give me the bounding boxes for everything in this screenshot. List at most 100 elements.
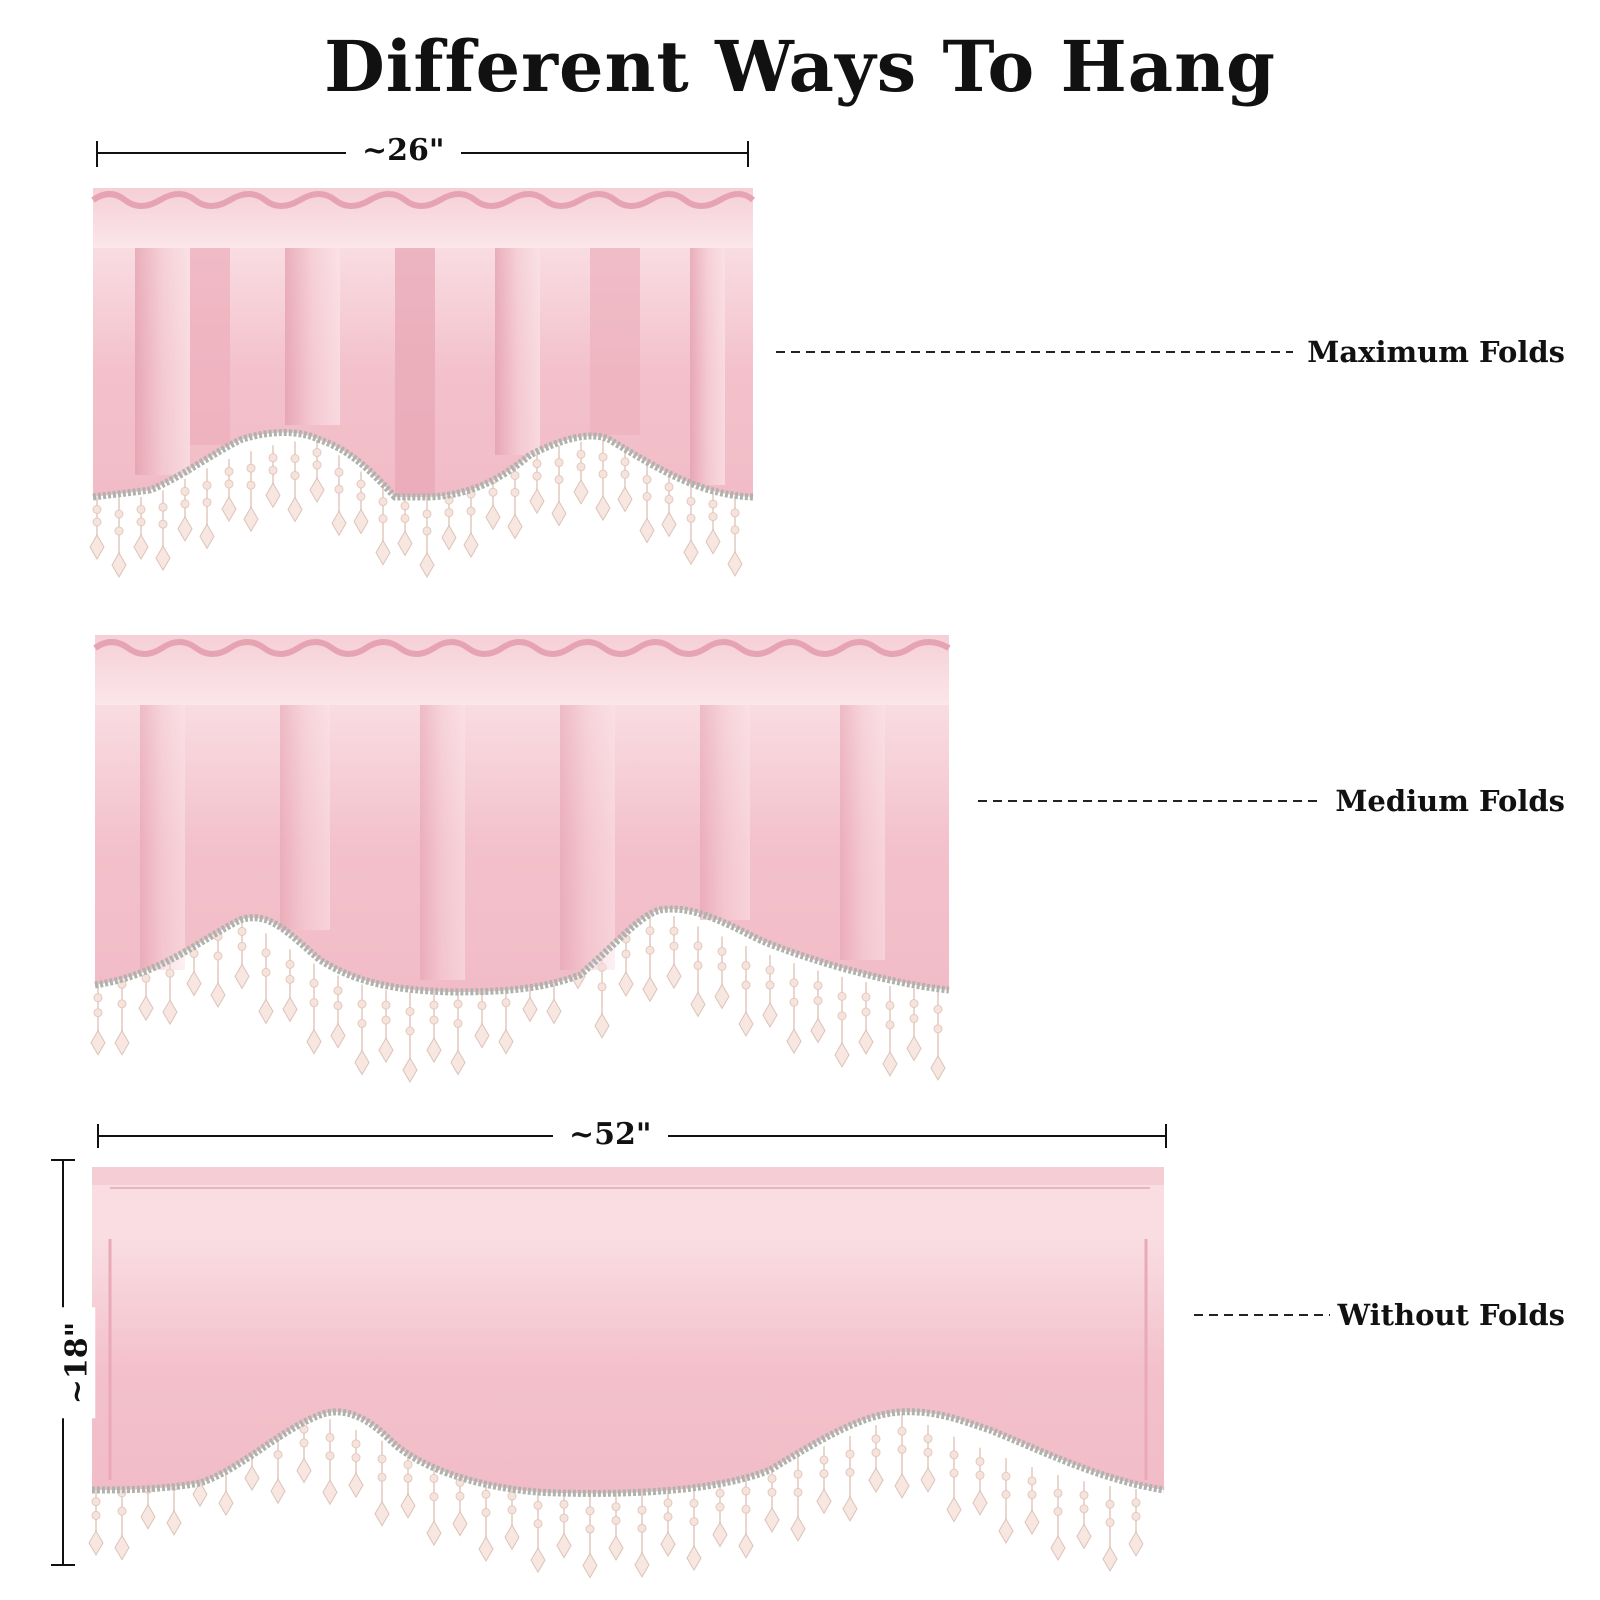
bead xyxy=(429,1473,439,1483)
bead xyxy=(813,981,823,991)
bead xyxy=(669,926,679,936)
crystal-drop xyxy=(353,508,369,535)
crystal-drop xyxy=(573,478,589,505)
crystal-drop xyxy=(192,1481,208,1508)
bead xyxy=(180,499,190,509)
bead xyxy=(378,514,388,524)
crystal-drop xyxy=(972,1489,988,1516)
bead xyxy=(224,479,234,489)
bead xyxy=(453,999,463,1009)
crystal-drop xyxy=(397,530,413,557)
crystal-drop xyxy=(114,1029,130,1056)
bead xyxy=(1027,1490,1037,1500)
bead xyxy=(400,513,410,523)
bead xyxy=(897,1426,907,1436)
bead xyxy=(767,1487,777,1497)
crystal-drop xyxy=(1024,1509,1040,1536)
bead xyxy=(642,492,652,502)
crystal-drop xyxy=(400,1492,416,1519)
bead xyxy=(91,1497,101,1507)
crystal-drop xyxy=(90,1029,106,1056)
crystal-drop xyxy=(133,534,149,560)
bead xyxy=(312,448,322,458)
bead xyxy=(637,1505,647,1515)
crystal-drop xyxy=(661,511,677,538)
bead xyxy=(861,992,871,1002)
crystal-drop xyxy=(287,496,303,523)
crystal-drop xyxy=(551,500,567,527)
top-width-label: ~26" xyxy=(346,133,461,169)
bead xyxy=(429,1000,439,1010)
crystal-drop xyxy=(114,1534,130,1561)
crystal-drop xyxy=(810,1017,826,1044)
bead xyxy=(819,1455,829,1465)
bead xyxy=(309,998,319,1008)
bead xyxy=(510,487,520,497)
crystal-drop xyxy=(474,1022,490,1049)
bottom-width-label: ~52" xyxy=(553,1117,668,1153)
bead xyxy=(92,505,102,514)
bead xyxy=(637,1523,647,1533)
crystal-drop xyxy=(738,1532,754,1559)
bead xyxy=(532,459,542,469)
bead xyxy=(837,991,847,1001)
bead xyxy=(237,941,247,951)
bead xyxy=(405,1007,415,1016)
bead xyxy=(715,1502,725,1512)
crystal-drop xyxy=(155,545,171,572)
crystal-drop xyxy=(868,1467,884,1494)
bead xyxy=(92,517,102,527)
bead xyxy=(621,949,631,959)
crystal-drop xyxy=(762,1002,778,1029)
bead xyxy=(356,479,366,489)
maximum-folds-label: Maximum Folds xyxy=(1307,335,1565,369)
bead xyxy=(620,457,630,467)
bead xyxy=(871,1448,881,1458)
bead xyxy=(933,1004,943,1014)
crystal-drop xyxy=(608,1534,624,1561)
bead xyxy=(381,1015,391,1025)
crystal-drop xyxy=(639,517,655,544)
crystal-drop xyxy=(546,998,562,1025)
bead xyxy=(789,997,799,1007)
bead xyxy=(708,512,718,522)
bead xyxy=(663,1512,673,1522)
bead xyxy=(333,986,343,996)
bead xyxy=(325,1432,335,1442)
bead xyxy=(1001,1489,1011,1499)
bead xyxy=(403,1473,413,1483)
crystal-drop xyxy=(296,1457,312,1484)
crystal-drop xyxy=(594,1012,610,1039)
bead xyxy=(813,996,823,1006)
bead xyxy=(669,941,679,951)
bead xyxy=(1001,1471,1011,1481)
bead xyxy=(871,1434,881,1444)
bead-fringe xyxy=(89,440,743,578)
bead xyxy=(819,1469,829,1479)
bead xyxy=(741,1486,751,1496)
bead xyxy=(554,458,564,468)
bead xyxy=(1105,1518,1115,1528)
bead xyxy=(507,1505,517,1515)
medium-folds-label: Medium Folds xyxy=(1335,784,1565,818)
bead xyxy=(933,1024,943,1034)
crystal-drop xyxy=(309,477,325,504)
bead xyxy=(481,1489,491,1499)
crystal-drop xyxy=(402,1057,418,1083)
crystal-drop xyxy=(419,551,435,578)
crystal-drop xyxy=(714,983,730,1010)
bead xyxy=(357,999,367,1009)
crystal-drop xyxy=(666,963,682,990)
bead xyxy=(741,980,751,990)
bead xyxy=(501,998,511,1008)
bead xyxy=(837,1011,847,1021)
bead xyxy=(1027,1476,1037,1486)
bead xyxy=(117,999,127,1009)
bead xyxy=(158,519,168,529)
crystal-drop xyxy=(712,1521,728,1548)
bead xyxy=(689,1517,699,1527)
crystal-drop xyxy=(906,1035,922,1062)
bead xyxy=(686,513,696,523)
bead xyxy=(91,1510,101,1520)
bead xyxy=(1131,1498,1141,1508)
